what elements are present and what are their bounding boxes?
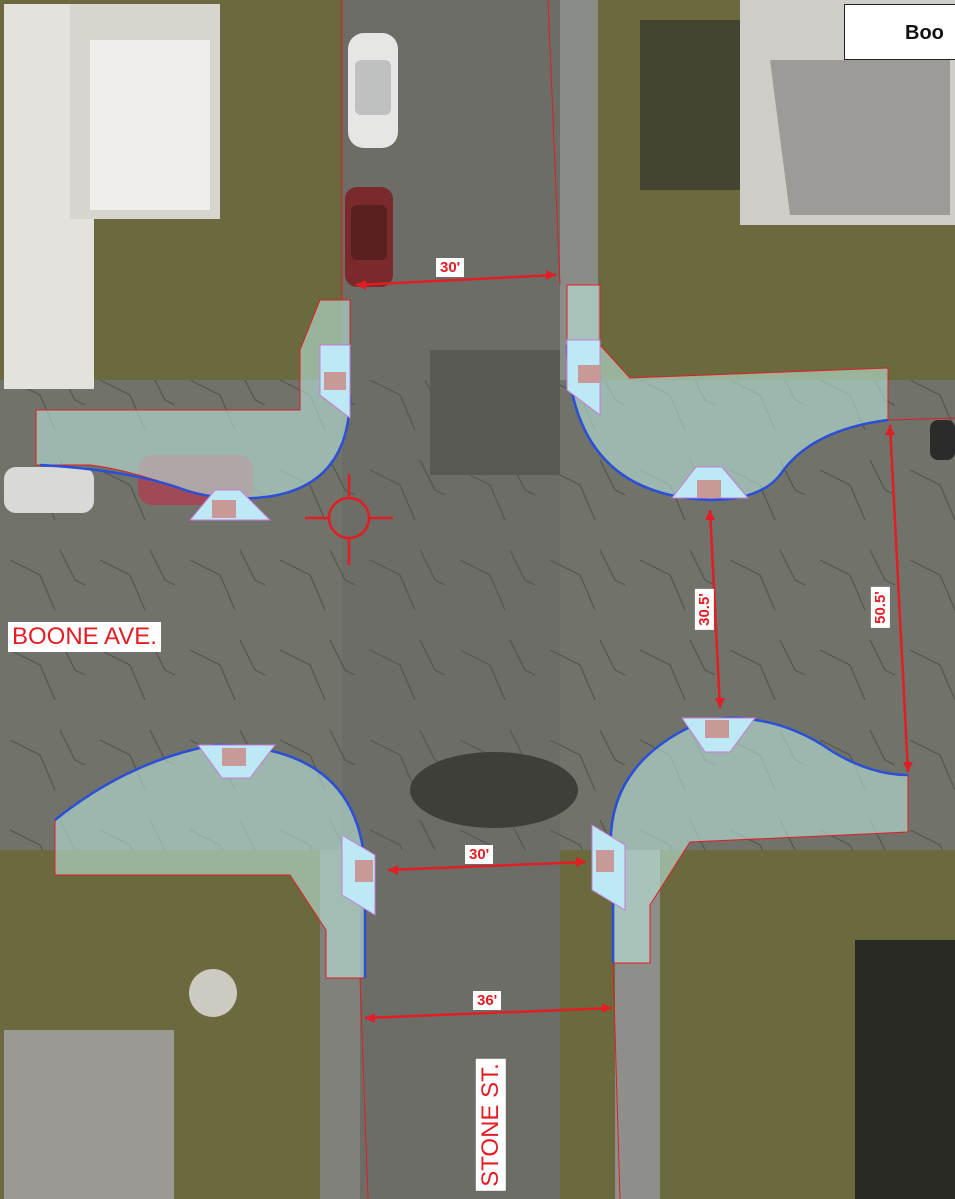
property-lines	[341, 0, 955, 1199]
dimension-lines	[355, 273, 910, 1020]
building-shadow	[640, 20, 740, 190]
roof-north-west	[90, 40, 210, 210]
street-label-stone-st: STONE ST.	[475, 1059, 506, 1191]
title-box: Boo	[844, 4, 955, 60]
curb-extension-north-east	[565, 284, 889, 502]
manhole-icon	[305, 474, 393, 565]
building-south-west	[4, 1030, 174, 1199]
car-icon	[930, 420, 955, 460]
dimension-label-south-curb-width: 30'	[465, 845, 494, 864]
umbrella	[189, 969, 237, 1017]
asphalt-patch	[410, 752, 578, 828]
dimension-label-south-road-width: 36'	[473, 991, 502, 1010]
car-icon	[345, 187, 393, 287]
curb-extension-south-east	[591, 716, 909, 964]
roof-north-east	[770, 60, 950, 215]
street-label-boone-ave: BOONE AVE.	[8, 622, 161, 652]
asphalt-patch-north	[430, 350, 560, 475]
dimension-label-north-width: 30'	[436, 258, 465, 277]
dimension-label-east-gap: 30.5'	[694, 589, 714, 630]
curb-extension-south-west	[54, 743, 376, 979]
title-text: Boo	[905, 22, 944, 44]
car-icon	[4, 467, 94, 513]
car-icon	[348, 33, 398, 148]
curb-extension-north-west	[35, 299, 352, 521]
dimension-arrowheads	[356, 270, 913, 1023]
building-south-east-shadow	[855, 940, 955, 1199]
dimension-label-east-width: 50.5'	[870, 587, 890, 628]
